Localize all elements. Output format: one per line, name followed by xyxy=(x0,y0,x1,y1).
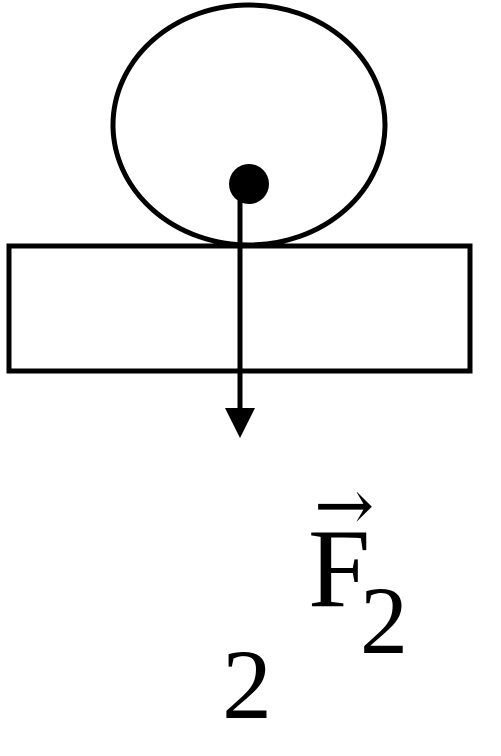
force-label-f2: → F 2 xyxy=(308,469,428,675)
stray-label-2: 2 xyxy=(222,629,272,740)
force-subscript: 2 xyxy=(360,567,408,674)
force-symbol: F xyxy=(308,507,371,631)
vector-arrow-icon: → xyxy=(314,463,375,547)
force-vector-arrowhead xyxy=(225,408,255,438)
center-point-dot xyxy=(229,164,269,204)
sphere-outline xyxy=(110,2,388,248)
